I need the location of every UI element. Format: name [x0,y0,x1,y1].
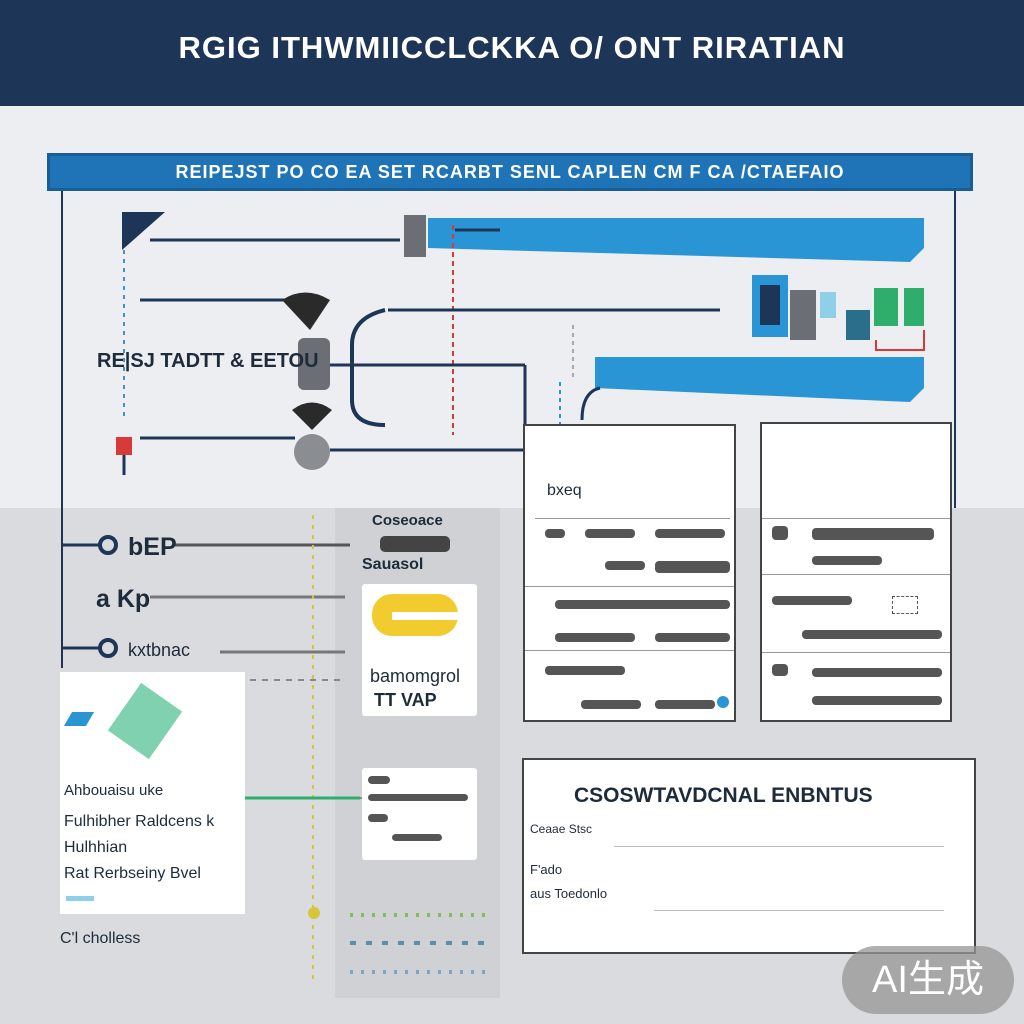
data-table-panel: bxeq [523,424,736,722]
loop-bracket [350,308,386,427]
card-icons [380,536,450,552]
list-item [772,664,788,676]
info-card: Ahbouaisu uke Fulhibher Raldcens k Hulhh… [60,672,245,914]
header-bar [0,0,1024,106]
card-panel: bamomgrol TT VAP [362,584,477,716]
left-flow-label: RE|SJ TADTT & EETOU [97,350,319,372]
node-label-2: a Kp [96,585,151,613]
status-line-2: F'ado [530,862,563,877]
pin-icon [116,437,132,455]
status-line-3: aus Toedonlo [530,886,608,901]
cloud-icon [282,292,330,330]
node-label-3: kxtbnac [128,640,191,660]
green-node-icon [874,288,898,326]
card-sub-label: Sauasol [362,556,424,573]
table-row [545,529,565,538]
second-arrow-banner [595,357,924,402]
table-row [545,666,625,675]
status-panel: CSOSWTAVDCNAL ENBNTUS Ceaae Stsc F'ado a… [522,758,976,954]
panel-title: bxeq [547,482,582,499]
card-line-1: bamomgrol [370,666,461,686]
server-icon [298,338,330,390]
node-dot-3 [98,638,118,658]
puzzle-icon [107,682,183,760]
info-card-line-3: Rat Rerbseiny Bvel [64,865,201,882]
list-item [772,526,788,540]
info-card-line-2: Hulhhian [64,839,128,856]
section-banner [47,153,973,191]
list-item [772,596,852,605]
node-label-1: bEP [128,533,177,561]
page-title: RGIG ITHWMIICCLCKKA O/ ONT RIRATIAN [178,30,846,65]
info-card-heading: Ahbouaisu uke [64,782,164,799]
status-panel-title: CSOSWTAVDCNAL ENBNTUS [574,784,873,807]
disk-icon [294,434,330,470]
node-dot-1 [98,535,118,555]
table-row [555,600,730,609]
banner-text: REIPEJST PO CO EA SET RCARBT SENL CAPLEN… [175,162,845,182]
card-top-label: Coseoace [372,512,443,529]
flag-icon [122,212,165,250]
top-arrow-banner [428,218,924,262]
info-card-line-1: Fulhibher Raldcens k [64,813,215,830]
card-line-2: TT VAP [374,690,437,710]
mini-card [362,768,477,860]
detail-panel [760,422,952,722]
ai-generated-badge: AI生成 [842,946,1014,1014]
bottom-left-caption: C'l cholless [60,930,141,947]
device-icon [292,402,332,430]
status-line-1: Ceaae Stsc [530,822,593,836]
